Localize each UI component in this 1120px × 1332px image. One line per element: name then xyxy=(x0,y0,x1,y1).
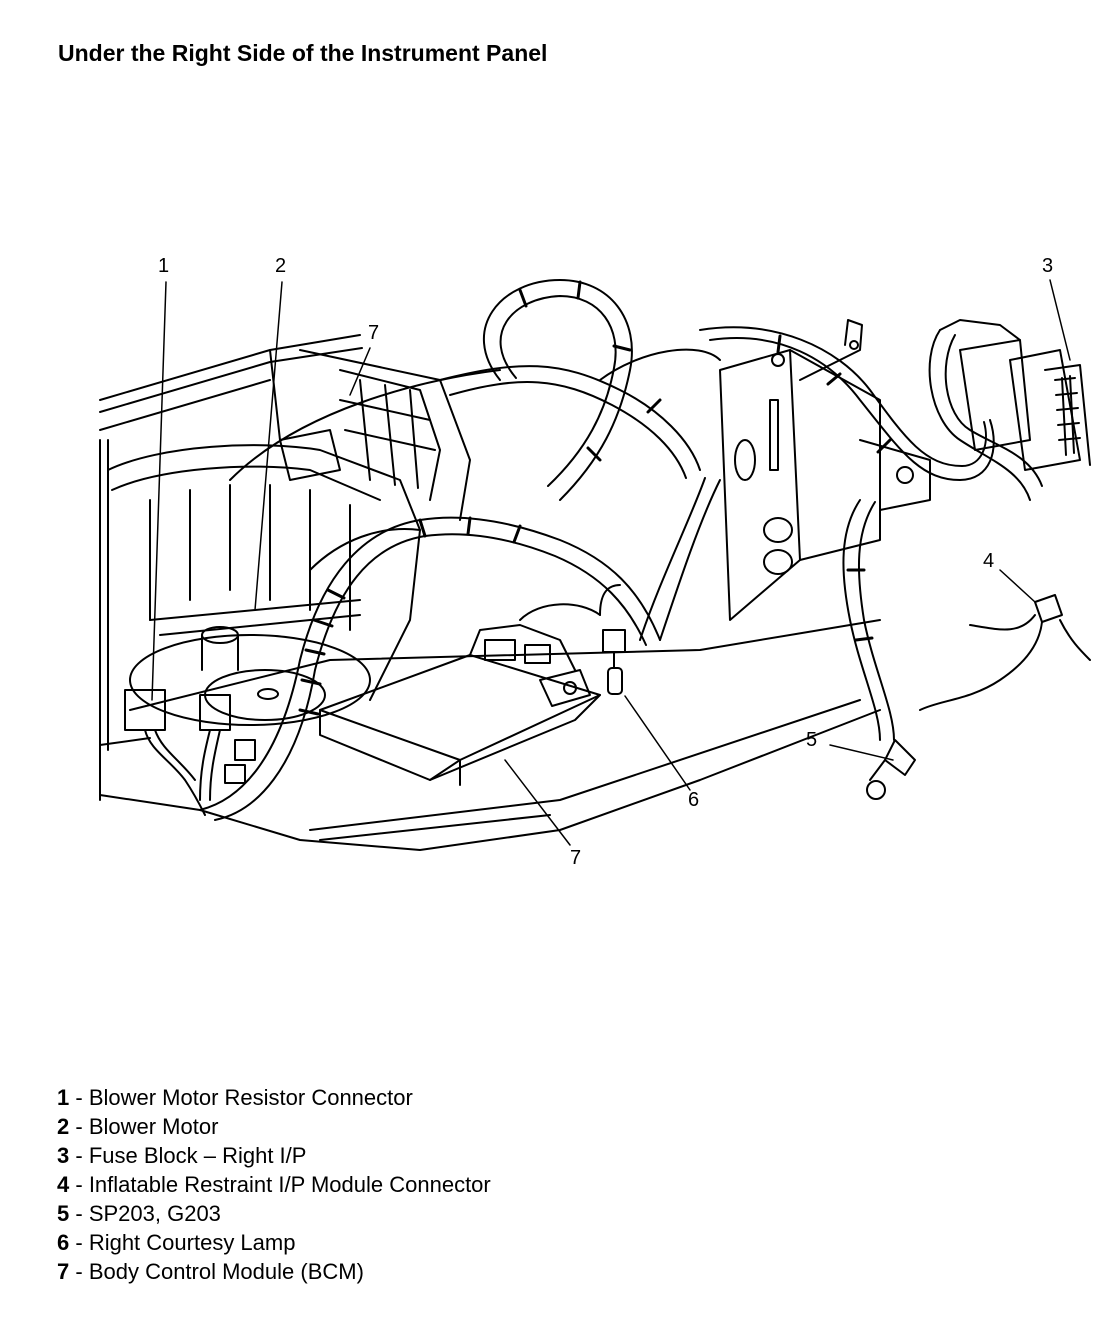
legend-number: 6 xyxy=(57,1230,70,1255)
inflatable-restraint-connector xyxy=(919,594,1091,711)
fuse-block-right-ip xyxy=(939,319,1091,471)
legend-item: 5 - SP203, G203 xyxy=(57,1199,491,1228)
legend-item: 1 - Blower Motor Resistor Connector xyxy=(57,1083,491,1112)
right-courtesy-lamp xyxy=(519,584,626,695)
ground-sp203-g203 xyxy=(866,739,916,800)
legend-separator: - xyxy=(69,1230,89,1255)
legend-item: 7 - Body Control Module (BCM) xyxy=(57,1257,491,1286)
blower-resistor-connector xyxy=(124,689,256,816)
page-title: Under the Right Side of the Instrument P… xyxy=(58,40,548,66)
callout-7-bottom: 7 xyxy=(570,847,582,869)
legend-item: 6 - Right Courtesy Lamp xyxy=(57,1228,491,1257)
component-legend: 1 - Blower Motor Resistor Connector 2 - … xyxy=(57,1083,491,1286)
blower-housing xyxy=(107,349,471,701)
callout-1: 1 xyxy=(158,255,170,277)
legend-number: 3 xyxy=(57,1143,70,1168)
mounting-bracket xyxy=(719,319,931,621)
callout-7-top: 7 xyxy=(368,322,380,344)
legend-text: Right Courtesy Lamp xyxy=(88,1230,296,1255)
body-control-module xyxy=(319,624,601,786)
legend-number: 5 xyxy=(57,1201,70,1226)
legend-separator: - xyxy=(69,1201,89,1226)
legend-number: 2 xyxy=(57,1114,70,1139)
callout-6: 6 xyxy=(688,789,700,811)
legend-separator: - xyxy=(69,1085,89,1110)
legend-number: 1 xyxy=(57,1085,70,1110)
leader-lines xyxy=(151,279,1071,846)
legend-separator: - xyxy=(69,1114,89,1139)
legend-item: 3 - Fuse Block – Right I/P xyxy=(57,1141,491,1170)
harness-tape-wraps xyxy=(298,280,892,716)
diagram-drawing xyxy=(99,279,1091,851)
callout-4: 4 xyxy=(983,550,995,572)
legend-text: Inflatable Restraint I/P Module Connecto… xyxy=(88,1172,491,1197)
legend-text: Fuse Block – Right I/P xyxy=(88,1143,307,1168)
callout-3: 3 xyxy=(1042,255,1054,277)
wiring-harness xyxy=(199,279,1043,821)
legend-item: 4 - Inflatable Restraint I/P Module Conn… xyxy=(57,1170,491,1199)
callout-2: 2 xyxy=(275,255,287,277)
legend-number: 4 xyxy=(57,1172,70,1197)
callout-5: 5 xyxy=(806,729,818,751)
legend-text: Blower Motor xyxy=(88,1114,219,1139)
component-locator-diagram: 1 2 7 3 4 5 6 7 xyxy=(0,240,1120,880)
legend-text: Blower Motor Resistor Connector xyxy=(88,1085,413,1110)
legend-separator: - xyxy=(69,1172,89,1197)
legend-number: 7 xyxy=(57,1259,70,1284)
legend-separator: - xyxy=(69,1143,89,1168)
legend-item: 2 - Blower Motor xyxy=(57,1112,491,1141)
legend-text: Body Control Module (BCM) xyxy=(88,1259,364,1284)
legend-text: SP203, G203 xyxy=(88,1201,221,1226)
legend-separator: - xyxy=(69,1259,89,1284)
